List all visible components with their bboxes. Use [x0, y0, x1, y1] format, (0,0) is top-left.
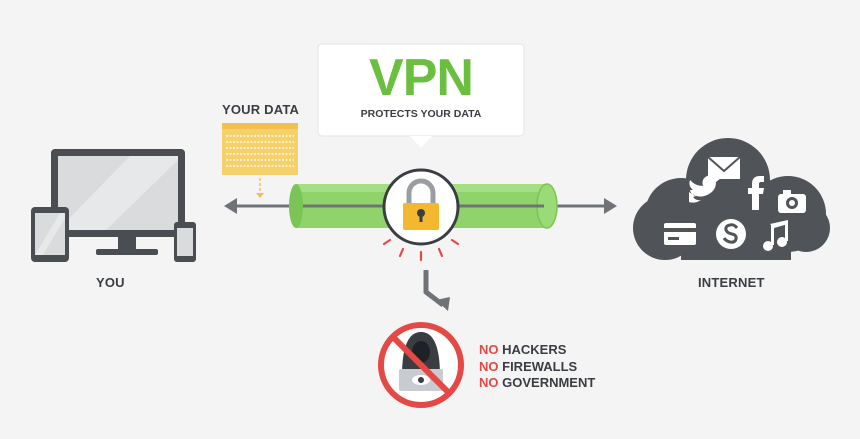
vpn-callout	[317, 43, 525, 148]
hacker-blocked-icon	[378, 322, 464, 408]
redirect-arrow-icon	[423, 270, 450, 311]
blocked-list: NO HACKERS NO FIREWALLS NO GOVERNMENT	[479, 342, 595, 392]
skype-icon	[716, 219, 746, 249]
mail-icon	[707, 156, 741, 179]
vpn-title: VPN	[369, 49, 474, 107]
camera-icon	[778, 190, 806, 213]
phone-icon	[174, 222, 196, 262]
your-data-label: YOUR DATA	[222, 102, 300, 117]
twitter-icon	[689, 175, 721, 203]
internet-label: INTERNET	[698, 275, 765, 290]
lock-icon	[382, 168, 460, 246]
vpn-subtitle: PROTECTS YOUR DATA	[360, 108, 482, 120]
tablet-icon	[31, 207, 69, 262]
blocked-item-hackers: NO HACKERS	[479, 342, 567, 357]
music-icon	[763, 220, 788, 251]
alert-rays	[382, 238, 460, 262]
blocked-item-government: NO GOVERNMENT	[479, 375, 596, 390]
laptop-icon	[51, 149, 185, 255]
data-folder-icon	[222, 123, 298, 198]
credit-card-icon	[664, 223, 696, 245]
facebook-icon	[748, 176, 764, 210]
blocked-item-firewalls: NO FIREWALLS	[479, 358, 578, 374]
you-label: YOU	[96, 275, 125, 290]
